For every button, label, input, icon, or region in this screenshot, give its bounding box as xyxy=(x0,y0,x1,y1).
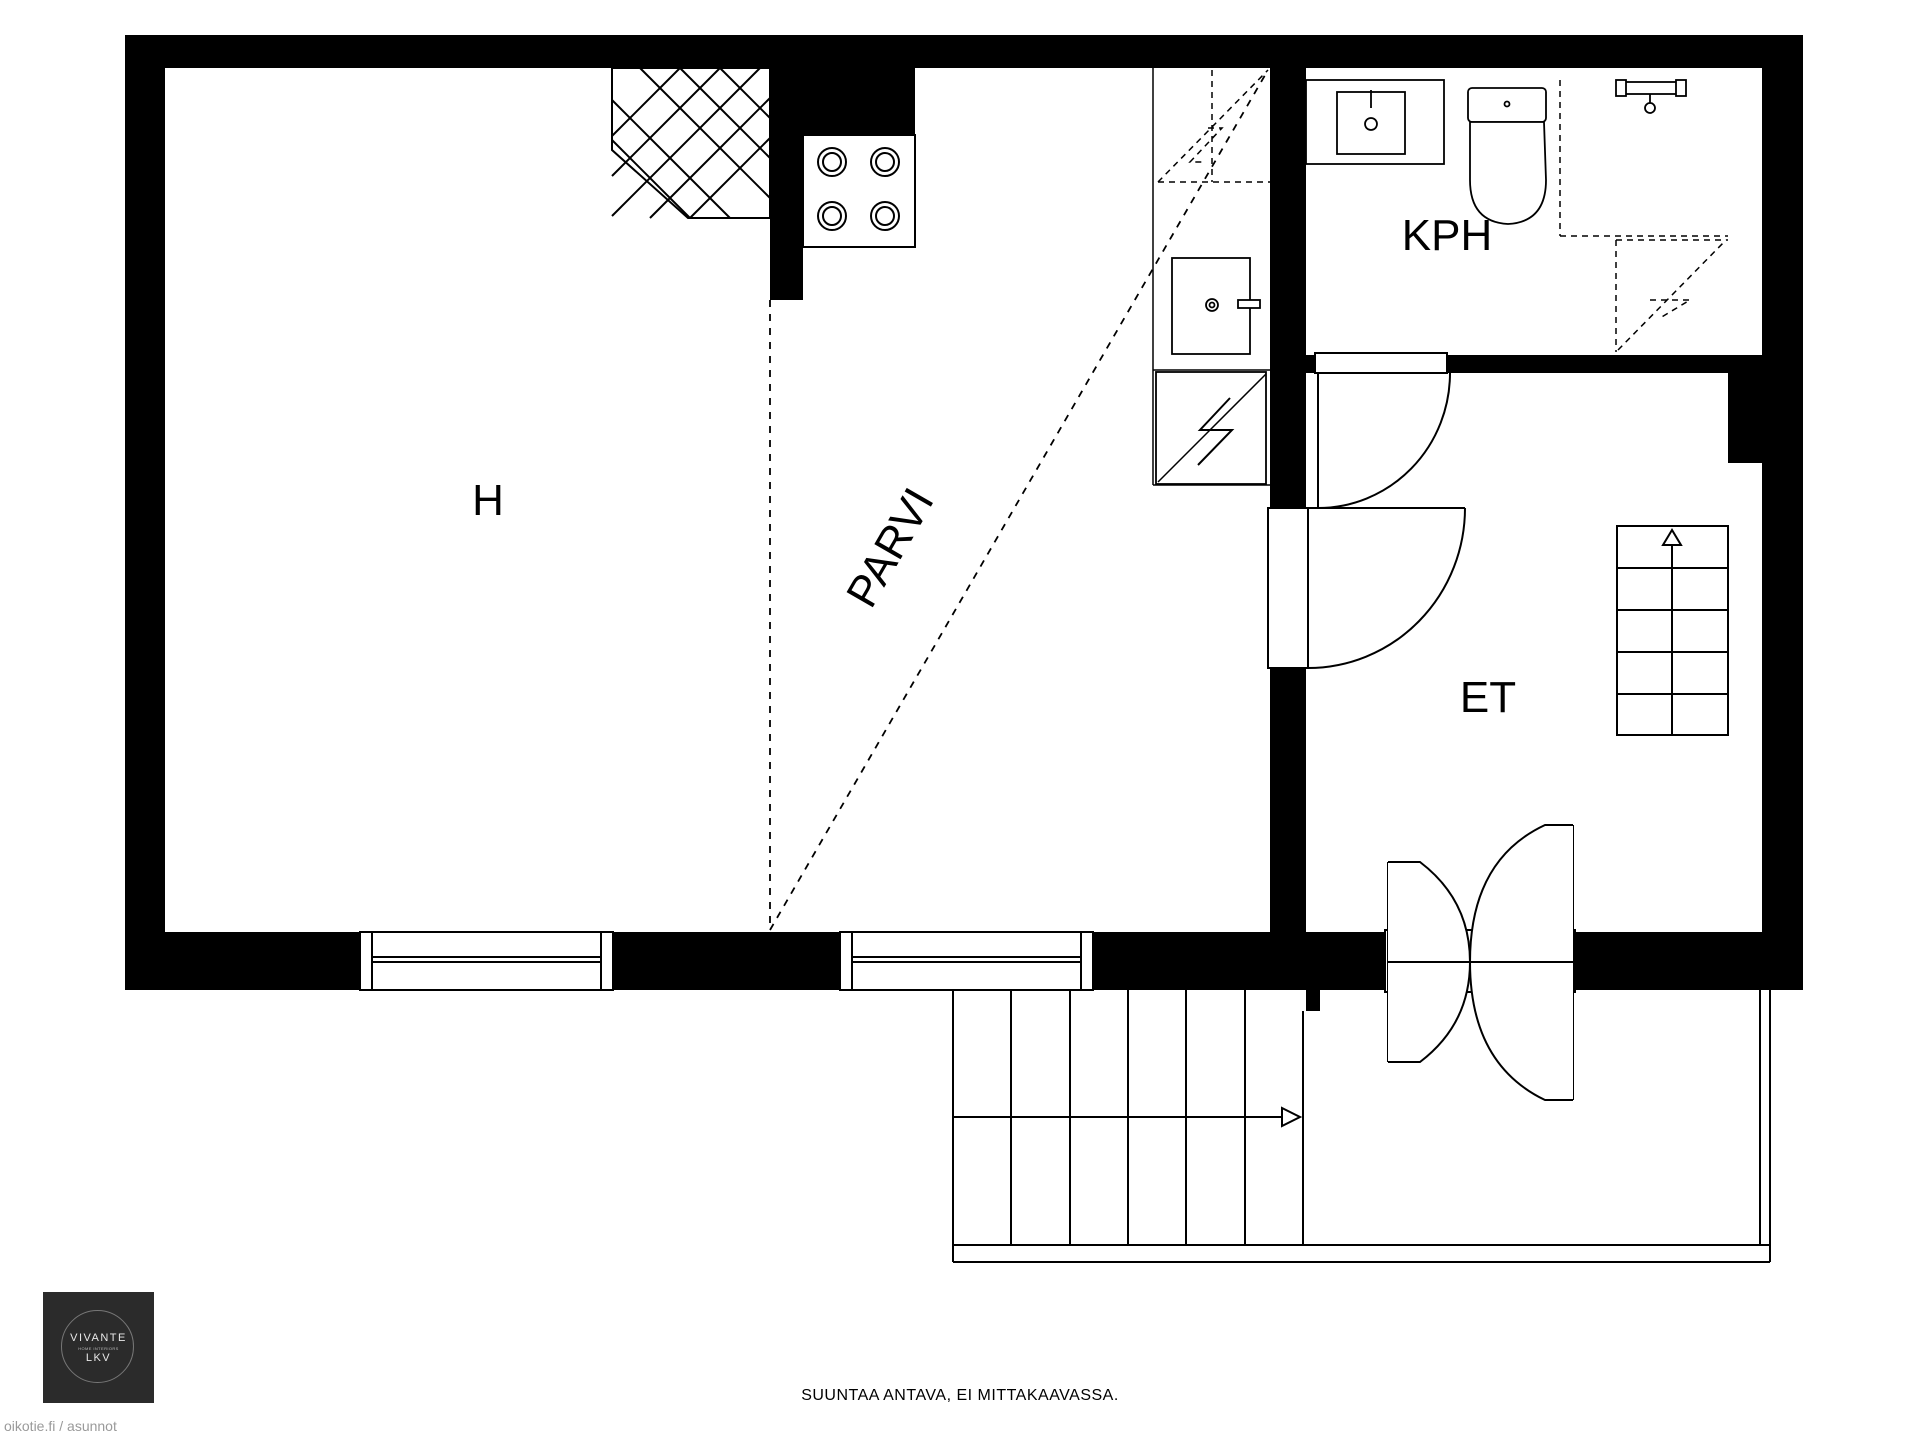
interior-stairs xyxy=(1616,525,1729,736)
shower-faucet xyxy=(1615,79,1687,114)
stove xyxy=(802,134,916,248)
bathroom-sink xyxy=(1305,79,1445,165)
shower-area xyxy=(1559,80,1728,352)
cabinet-dashes xyxy=(1157,69,1270,183)
loft-outline xyxy=(769,69,1269,931)
toilet xyxy=(1467,87,1547,225)
room-label-hallway: ET xyxy=(1460,673,1516,722)
logo-ring xyxy=(61,1310,134,1383)
source-watermark: oikotie.fi / asunnot xyxy=(4,1418,117,1434)
hall-door xyxy=(1307,507,1466,669)
logo-text-middle: HOME INTERIORS xyxy=(78,1346,119,1351)
room-label-living: H xyxy=(472,476,504,525)
fireplace xyxy=(611,67,771,219)
room-label-loft: PARVI xyxy=(837,480,943,615)
room-label-bathroom: KPH xyxy=(1402,211,1492,260)
fridge xyxy=(1155,371,1267,485)
logo-text-top: VIVANTE xyxy=(70,1332,127,1344)
exterior-steps xyxy=(952,990,1771,1263)
kitchen-sink xyxy=(1171,257,1261,355)
scale-disclaimer: SUUNTAA ANTAVA, EI MITTAKAAVASSA. xyxy=(801,1387,1119,1404)
bathroom-door xyxy=(1317,372,1451,509)
entry-doors xyxy=(1387,824,1574,1101)
logo-text-bottom: LKV xyxy=(85,1352,112,1364)
company-logo: VIVANTE HOME INTERIORS LKV xyxy=(43,1292,154,1403)
kitchen-counter xyxy=(1152,68,1270,486)
